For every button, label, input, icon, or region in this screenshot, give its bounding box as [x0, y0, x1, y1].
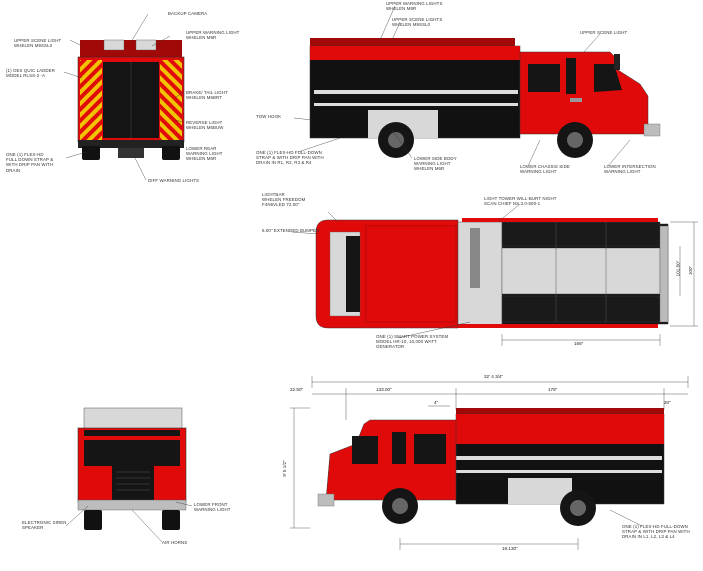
label-left-fold-down-step: ONE (1) FLEX-HD FULL-DOWN STRAP & WITH D… — [622, 524, 690, 540]
label-upper-scene-light-rear: UPPER SCENE LIGHT WHELEN M9SSL0 — [14, 38, 62, 49]
label-air-horns: AIR HORNS — [162, 540, 188, 545]
label-lower-side-body-warning: LOWER SIDE BODY WARNING LIGHT WHELEN M6R — [414, 156, 457, 172]
dim-overall-height: 9' 5 1/2" — [281, 460, 287, 477]
label-rear-fold-down-step: ONE (1) FLEX-HD FULL DOWN STRAP & WITH D… — [6, 152, 54, 173]
label-extended-bumper: 6.00" EXTENDED BUMPER — [262, 228, 320, 233]
label-lightbar: LIGHTBAR WHELEN FREEDOM F4N5VLED 72.00" — [262, 192, 306, 208]
dim-top-body-height: 101.50" — [675, 260, 681, 277]
label-reverse-light: REVERSE LIGHT WHELEN M6BUW — [186, 120, 224, 131]
label-generator: ONE (1) SMART POWER SYSTEM MODEL HR-10, … — [376, 334, 449, 350]
rear-view — [63, 13, 185, 181]
dim-overall-length: 32' 4 3/4" — [484, 374, 504, 379]
label-diff-warning-lights: DIFF WARNING LIGHTS — [148, 178, 200, 183]
dim-cab-length: 133.00" — [376, 387, 392, 392]
label-lower-chassis-warning: LOWER CHASSIS SIDE WARNING LIGHT — [520, 164, 570, 175]
label-light-tower: LIGHT TOWER WILL-BURT NIGHT SCAN CHIEF N… — [484, 196, 557, 207]
label-upper-warning-light-rear: UPPER WARNING LIGHT WHELEN M9R — [186, 30, 240, 41]
label-tow-hook: TOW HOOK — [256, 114, 282, 119]
dim-body-length: 178" — [548, 387, 558, 392]
label-lower-rear-warning: LOWER REAR WARNING LIGHT WHELEN M6R — [186, 146, 223, 162]
side-view-driver — [290, 376, 689, 550]
label-lower-front-warning: LOWER FRONT WARNING LIGHT — [194, 502, 231, 513]
dim-top-compartment-length: 166" — [574, 341, 584, 346]
dim-step-gap: 4" — [434, 400, 439, 405]
dim-wheelbase: 19.130" — [502, 546, 518, 551]
dim-rear-overhang: 20" — [664, 400, 671, 405]
label-ladder-rack: (1) OES QUIC LADDER MODEL RLSS-2 -A — [6, 68, 55, 79]
label-upper-scene-light-cab: UPPER SCENE LIGHT — [580, 30, 628, 35]
label-lower-intersection-warning: LOWER INTERSECTION WARNING LIGHT — [604, 164, 656, 175]
label-backup-camera: BACKUP CAMERA — [168, 11, 208, 16]
dim-top-body-width: 100" — [688, 265, 694, 276]
top-view — [291, 203, 698, 346]
label-upper-warning-lights-side: UPPER WARNING LIGHTS WHELEN M9R — [386, 1, 443, 12]
label-upper-scene-lights-side: UPPER SCENE LIGHTS WHELEN M9SSL0 — [392, 17, 443, 28]
label-side-fold-down-step: ONE (1) FLEX-HD FULL-DOWN STRAP & WITH D… — [256, 150, 324, 166]
side-view-passenger — [293, 5, 661, 167]
front-view — [65, 407, 193, 543]
dim-front-overhang: 22.50" — [290, 387, 304, 392]
label-electronic-siren: ELECTRONIC SIREN SPEAKER — [22, 520, 67, 531]
label-brake-tail-light: BRAKE/ TAIL LIGHT WHELEN M6BRT — [186, 90, 228, 101]
